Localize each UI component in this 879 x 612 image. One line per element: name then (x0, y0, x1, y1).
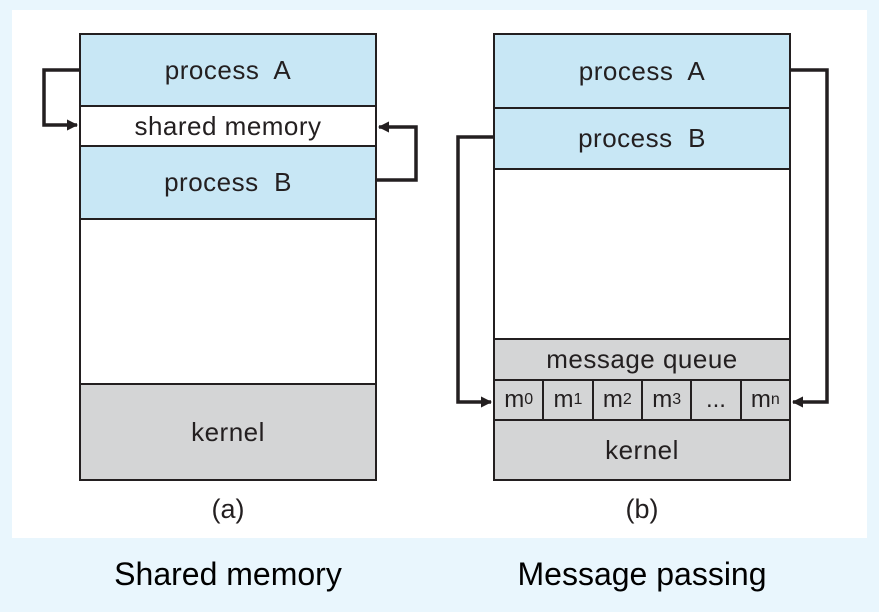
process-a-band: process A (81, 35, 375, 107)
user-space-gap (81, 220, 375, 383)
message-queue-band: message queue (495, 338, 789, 381)
cell-base: m (553, 386, 574, 413)
kernel-label: kernel (191, 416, 265, 447)
cell-base: m (652, 386, 673, 413)
shared-memory-band: shared memory (81, 107, 375, 147)
cell-base: m (602, 386, 623, 413)
process-b-label: process B (578, 123, 706, 153)
shared-memory-label: shared memory (134, 110, 322, 141)
panel-a-label: (a) (211, 494, 245, 524)
kernel-label: kernel (605, 434, 679, 465)
kernel-band: kernel (81, 383, 375, 479)
message-queue-label: message queue (546, 344, 738, 374)
panel-b-label: (b) (625, 494, 659, 524)
user-space-gap (495, 170, 789, 338)
cell-subscript: 3 (672, 391, 682, 408)
caption-shared-memory: Shared memory (114, 556, 342, 592)
cell-base: ... (705, 386, 726, 413)
process-b-band: process B (81, 147, 375, 220)
queue-cell-ellipsis: ... (692, 381, 742, 419)
cell-base: m (504, 386, 525, 413)
process-b-band: process B (495, 109, 789, 170)
cell-base: m (750, 386, 771, 413)
process-a-label: process A (164, 54, 292, 85)
kernel-band: kernel (495, 421, 789, 479)
process-b-label: process B (164, 167, 292, 197)
process-a-band: process A (495, 35, 789, 109)
cell-subscript: n (770, 391, 780, 408)
cell-subscript: 2 (622, 391, 632, 408)
diagram-a-address-space: process A shared memory process B kernel (79, 33, 377, 481)
cell-subscript: 1 (573, 391, 583, 408)
process-a-label: process A (578, 55, 706, 86)
caption-message-passing: Message passing (517, 556, 767, 592)
cell-subscript: 0 (524, 391, 534, 408)
